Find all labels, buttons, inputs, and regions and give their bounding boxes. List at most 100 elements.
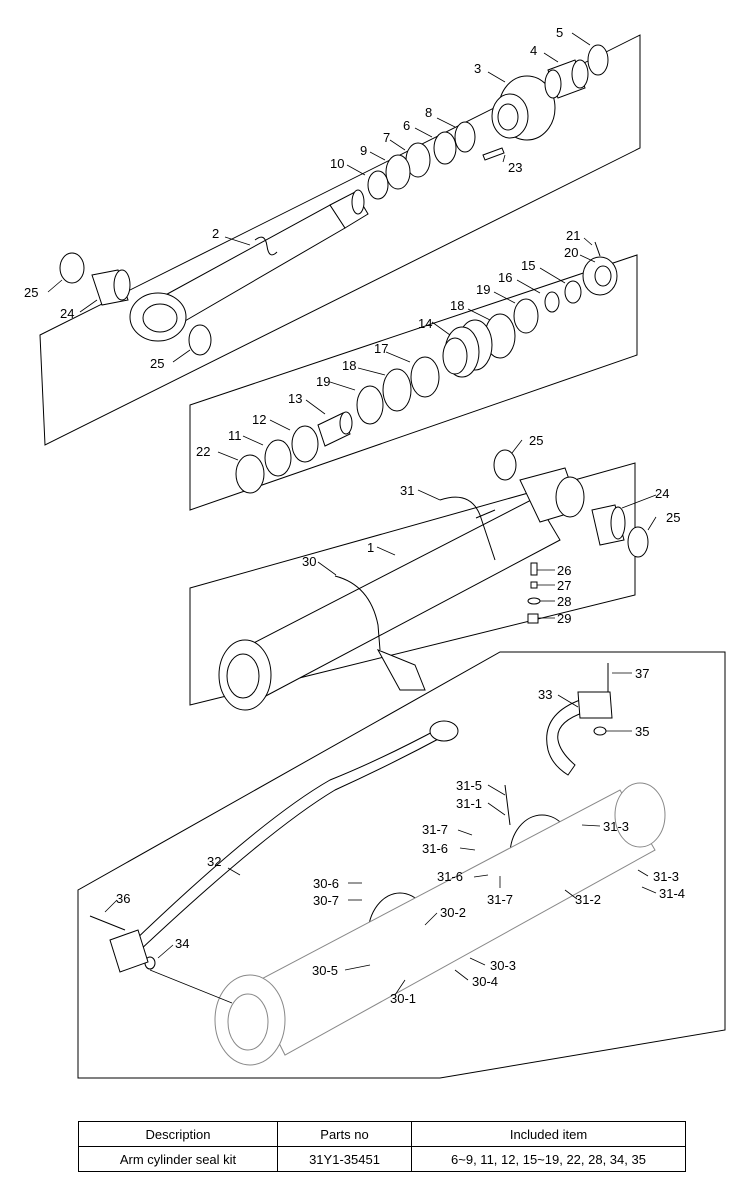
callout-label: 30-3 [490,958,516,973]
callout-label: 31 [400,483,414,498]
part-27-spring [530,581,538,589]
ghost-leader [149,969,233,1004]
callout-label: 31-2 [575,892,601,907]
part-23-screw [482,147,505,161]
exploded-parts-diagram: 5 4 3 8 7 6 9 10 23 2 21 20 15 16 19 18 … [24,25,726,1079]
part-24-bushing-top [91,269,131,306]
callout-label: 16 [498,270,512,285]
callout-label: 35 [635,724,649,739]
callout-label: 25 [24,285,38,300]
part-26-plug [530,562,538,576]
callout-label: 18 [450,298,464,313]
callout-label: 22 [196,444,210,459]
callout-label: 19 [476,282,490,297]
view-arrow [376,649,426,691]
callout-label: 36 [116,891,130,906]
column-header-description: Description [78,1121,278,1147]
callout-label: 21 [566,228,580,243]
part-25-dust-seal-c [493,449,517,481]
callout-label: 31-5 [456,778,482,793]
callout-label: 28 [557,594,571,609]
callout-label: 31-7 [487,892,513,907]
column-header-included-item: Included item [411,1121,686,1147]
cell-parts-no: 31Y1-35451 [277,1146,412,1172]
part-25-dust-seal-d [627,526,649,558]
callout-label: 30-7 [313,893,339,908]
cell-description: Arm cylinder seal kit [78,1146,278,1172]
callout-label: 27 [557,578,571,593]
callout-label: 31-3 [603,819,629,834]
part-9-ring [385,154,411,190]
part-12-ring [291,425,319,463]
part-36-bolt [89,915,126,931]
callout-label: 6 [403,118,410,133]
callout-label: 19 [316,374,330,389]
callout-label: 12 [252,412,266,427]
cell-included-item: 6~9, 11, 12, 15~19, 22, 28, 34, 35 [411,1146,686,1172]
callout-label: 7 [383,130,390,145]
part-30-band-lower [334,575,381,651]
callout-label: 30 [302,554,316,569]
callout-label: 15 [521,258,535,273]
callout-label: 13 [288,391,302,406]
part-2-piston-rod [129,189,369,342]
callout-label: 37 [635,666,649,681]
callout-label: 26 [557,563,571,578]
part-16-ring [544,291,560,313]
seal-kit-table: Description Parts no Included item Arm c… [78,1121,686,1172]
part-22-ring [235,454,265,494]
callout-label: 30-2 [440,905,466,920]
part-1-cylinder-tube [218,467,585,711]
part-6-seal [433,131,457,165]
callout-label: 31-6 [437,869,463,884]
callout-label: 20 [564,245,578,260]
callout-labels: 5 4 3 8 7 6 9 10 23 2 21 20 15 16 19 18 … [24,25,685,1006]
table-row: Arm cylinder seal kit 31Y1-35451 6~9, 11… [78,1146,686,1172]
callout-label: 14 [418,316,432,331]
part-19-ring-b [356,385,384,425]
callout-label: 30-4 [472,974,498,989]
part-28-oring [527,597,541,605]
part-25-dust-seal-a [59,252,85,284]
callout-label: 25 [666,510,680,525]
part-35-oring [593,726,607,736]
leader-lines [47,32,657,996]
ghost-cylinder [214,782,666,1066]
panel-piston-seals [189,254,638,511]
part-11-ring [264,439,292,477]
callout-label: 34 [175,936,189,951]
callout-label: 18 [342,358,356,373]
part-25-dust-seal-b [188,324,212,356]
callout-label: 33 [538,687,552,702]
callout-label: 32 [207,854,221,869]
callout-label: 25 [150,356,164,371]
callout-label: 25 [529,433,543,448]
part-24-bushing-bottom [591,504,626,546]
callout-label: 23 [508,160,522,175]
callout-label: 17 [374,341,388,356]
callout-label: 5 [556,25,563,40]
callout-label: 9 [360,143,367,158]
callout-label: 10 [330,156,344,171]
part-32-pipe [129,720,459,953]
part-5-snap-ring [587,44,609,76]
part-18-ring-b [382,368,412,412]
flange-block [109,929,149,973]
callout-label: 4 [530,43,537,58]
callout-label: 24 [655,486,669,501]
part-8-seal [454,121,476,153]
callout-label: 2 [212,226,219,241]
callout-label: 3 [474,61,481,76]
table-header-row: Description Parts no Included item [78,1121,686,1147]
part-14-piston [442,319,493,378]
part-29-plug [527,613,539,624]
callout-label: 31-7 [422,822,448,837]
callout-label: 8 [425,105,432,120]
callout-label: 30-5 [312,963,338,978]
part-4-bushing [544,59,589,99]
callout-label: 30-6 [313,876,339,891]
part-17-ring [410,356,440,398]
part-15-ring [564,280,582,304]
callout-label: 24 [60,306,74,321]
callout-label: 1 [367,540,374,555]
